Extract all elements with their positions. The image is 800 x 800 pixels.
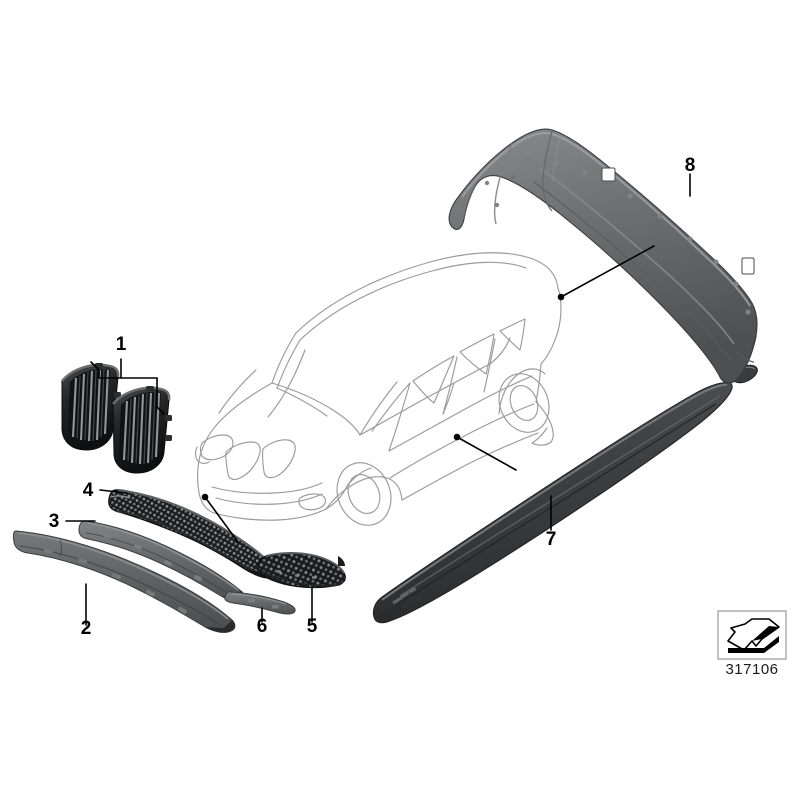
part-6-small-trim-strip	[224, 591, 296, 615]
callout-label-1: 1	[116, 334, 127, 355]
part-8-rear-bumper-diffuser	[448, 128, 758, 384]
callout-label-4: 4	[83, 480, 94, 501]
part-1-kidney-grille-pair	[61, 363, 172, 474]
drawing-number-text: 317106	[725, 661, 778, 678]
corner-reference-box: 317106	[717, 610, 787, 678]
part-2-front-bumper-lower-trim-long	[12, 530, 236, 633]
callout-labels: 1 2 3 4 5 6 7 8	[49, 155, 696, 639]
arrow-view-direction-icon	[727, 618, 780, 653]
callout-label-5: 5	[307, 616, 318, 637]
part-7-side-sill-rocker-trim	[372, 364, 758, 624]
part-3-front-bumper-trim-strip	[78, 520, 245, 602]
callout-label-8: 8	[685, 155, 696, 176]
callout-label-2: 2	[81, 618, 92, 639]
leader-lines	[65, 173, 691, 626]
part-5-front-side-mesh-insert	[257, 552, 346, 589]
callout-label-3: 3	[49, 511, 60, 532]
callout-label-7: 7	[546, 529, 557, 550]
vehicle-outline-drawing	[195, 252, 562, 526]
callout-label-6: 6	[257, 616, 268, 637]
